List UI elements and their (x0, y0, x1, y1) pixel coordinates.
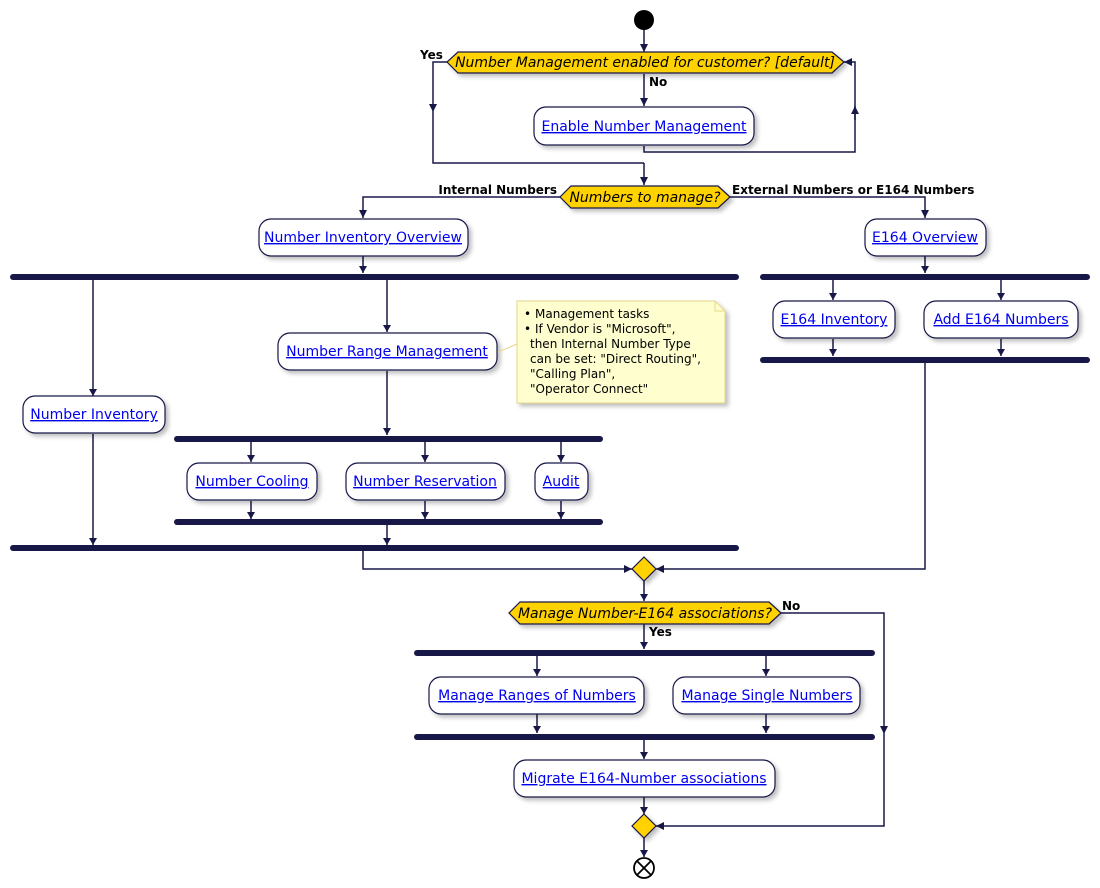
decision-assoc-text: Manage Number-E164 associations? (518, 606, 773, 622)
note-bullet: • (524, 322, 531, 336)
activity-audit[interactable]: Audit (534, 462, 589, 501)
start-node (634, 10, 654, 30)
activity-number-reservation-text[interactable]: Number Reservation (353, 474, 497, 490)
activity-e164-inventory-text[interactable]: E164 Inventory (781, 312, 888, 328)
merge-diamond-end (631, 813, 657, 839)
note-line-3: then Internal Number Type (530, 337, 691, 351)
activity-manage-single[interactable]: Manage Single Numbers (672, 676, 861, 715)
decision-assoc: Manage Number-E164 associations? (508, 601, 782, 625)
connectors (92, 30, 1002, 857)
activity-e164-overview[interactable]: E164 Overview (864, 218, 987, 257)
join-bar-internal (10, 545, 739, 551)
note-bullet: • (524, 307, 531, 321)
merge-diamond-branches (631, 556, 657, 582)
activity-number-inventory-overview-text[interactable]: Number Inventory Overview (264, 230, 462, 246)
label-no-assoc: No (782, 599, 800, 613)
note-line-5: "Calling Plan", (530, 367, 615, 381)
fork-bar-internal (10, 274, 739, 280)
activities: Enable Number Management Number Inventor… (22, 106, 1079, 798)
fork-bar-assoc (414, 650, 875, 656)
activity-number-cooling-text[interactable]: Number Cooling (195, 474, 308, 490)
label-internal-numbers: Internal Numbers (438, 183, 557, 197)
activity-number-reservation[interactable]: Number Reservation (345, 462, 506, 501)
note-line-4: can be set: "Direct Routing", (530, 352, 701, 366)
label-external-numbers: External Numbers or E164 Numbers (732, 183, 974, 197)
fork-bar-external (760, 274, 1090, 280)
decision-manage: Numbers to manage? (559, 185, 731, 209)
activity-migrate-associations-text[interactable]: Migrate E164-Number associations (521, 771, 766, 787)
join-bar-assoc (414, 734, 875, 740)
decision-enabled: Number Management enabled for customer? … (446, 51, 845, 74)
activity-add-e164-numbers-text[interactable]: Add E164 Numbers (933, 312, 1068, 328)
sync-bars (10, 274, 1090, 740)
end-node (633, 857, 655, 879)
label-no-enabled: No (649, 75, 667, 89)
decision-enabled-text: Number Management enabled for customer? … (455, 55, 835, 71)
activity-number-range-management-text[interactable]: Number Range Management (286, 344, 488, 360)
activity-e164-overview-text[interactable]: E164 Overview (872, 230, 978, 246)
activity-manage-ranges-text[interactable]: Manage Ranges of Numbers (438, 688, 636, 704)
activity-add-e164-numbers[interactable]: Add E164 Numbers (923, 300, 1079, 339)
join-bar-external (760, 357, 1090, 363)
activity-number-range-management[interactable]: Number Range Management (277, 332, 498, 371)
activity-number-cooling[interactable]: Number Cooling (186, 462, 318, 501)
arrowheads (89, 44, 1005, 857)
activity-audit-text[interactable]: Audit (543, 474, 580, 490)
decision-manage-text: Numbers to manage? (569, 190, 721, 206)
activity-manage-single-text[interactable]: Manage Single Numbers (681, 688, 852, 704)
note-line-1: Management tasks (535, 307, 649, 321)
activity-enable-number-management[interactable]: Enable Number Management (533, 106, 755, 146)
activity-manage-ranges[interactable]: Manage Ranges of Numbers (428, 676, 645, 715)
label-yes-assoc: Yes (648, 625, 672, 639)
activity-number-inventory-text[interactable]: Number Inventory (30, 407, 158, 423)
activity-number-inventory[interactable]: Number Inventory (22, 395, 166, 434)
note-line-6: "Operator Connect" (530, 382, 648, 396)
join-bar-range (174, 519, 603, 525)
note-line-2: If Vendor is "Microsoft", (535, 322, 675, 336)
activity-number-inventory-overview[interactable]: Number Inventory Overview (258, 218, 469, 257)
label-yes-enabled: Yes (419, 48, 443, 62)
fork-bar-range (174, 436, 603, 442)
activity-migrate-associations[interactable]: Migrate E164-Number associations (513, 759, 776, 798)
activity-e164-inventory[interactable]: E164 Inventory (772, 300, 896, 339)
note-management-tasks: • Management tasks • If Vendor is "Micro… (497, 300, 726, 404)
activity-enable-number-management-text[interactable]: Enable Number Management (541, 119, 747, 135)
